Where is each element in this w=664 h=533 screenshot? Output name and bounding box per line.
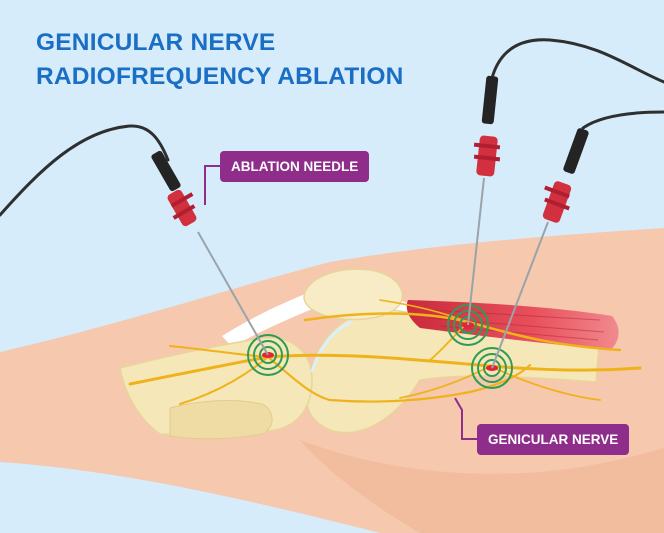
title-line-1: GENICULAR NERVE (36, 31, 275, 56)
ablation-needle-label: ABLATION NEEDLE (220, 151, 369, 182)
genicular-nerve-label: GENICULAR NERVE (477, 424, 629, 455)
title-line-2: RADIOFREQUENCY ABLATION (36, 65, 404, 90)
fibula-bone (170, 401, 272, 439)
